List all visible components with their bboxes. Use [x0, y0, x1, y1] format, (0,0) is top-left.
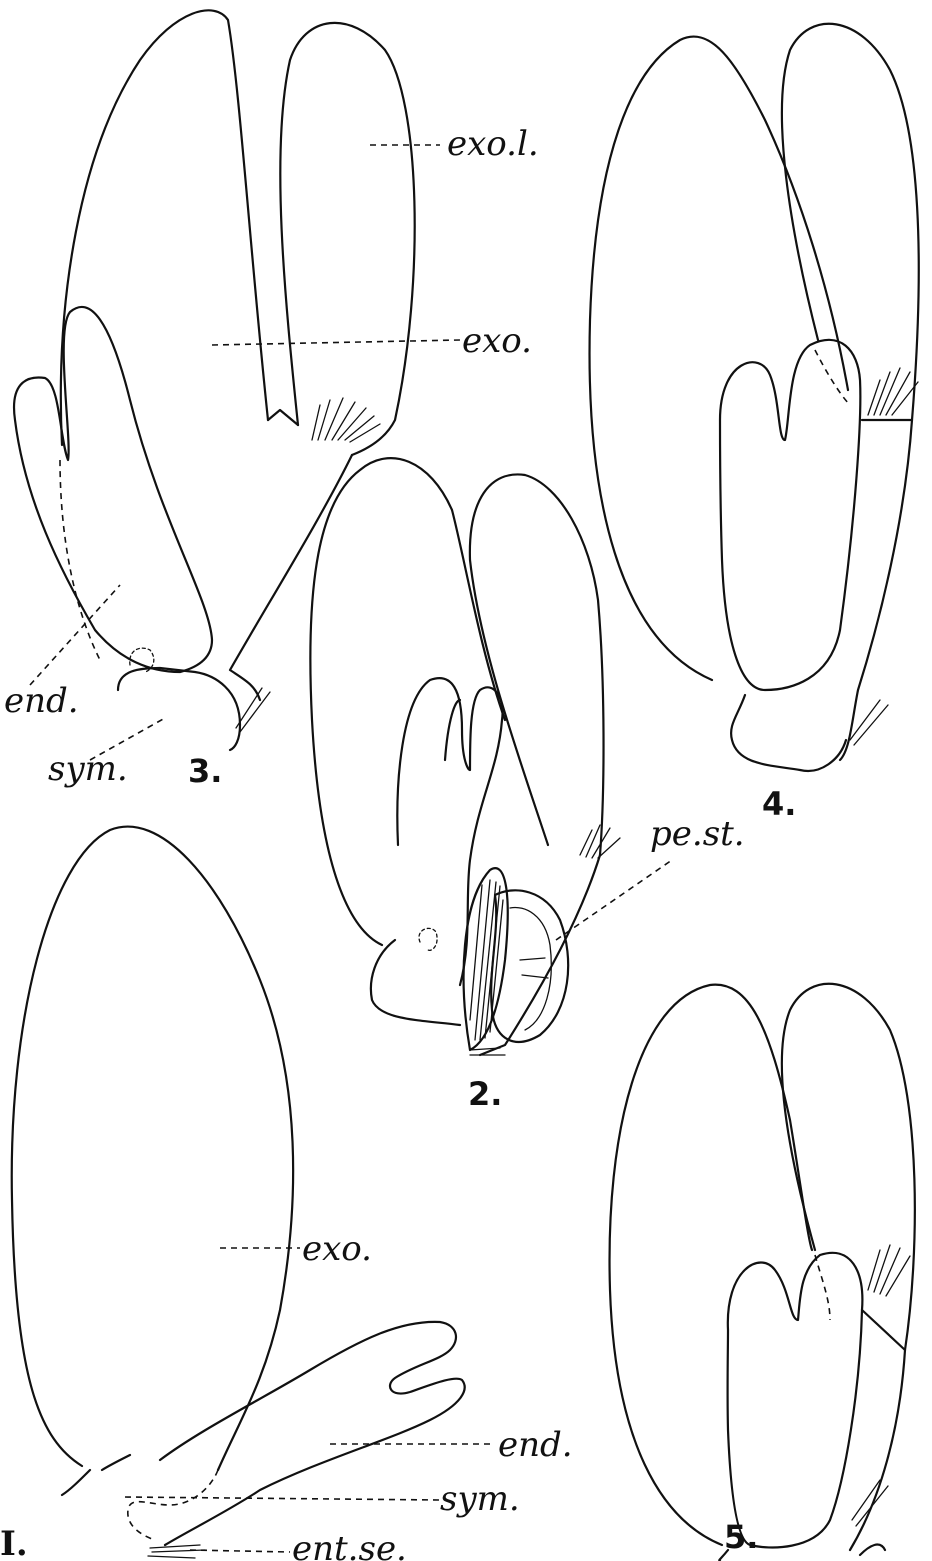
fig2-muscle-striations: [470, 880, 503, 1040]
figure-numbers: 3. 4. 2. 5. I.: [0, 752, 796, 1561]
fig1-peduncle: [62, 1455, 130, 1495]
label-exo-l: exo.l.: [447, 124, 539, 164]
fig4-exopod-lobe: [782, 24, 919, 420]
fig1-entopodite-setae: [148, 1545, 205, 1558]
leader-ent-se: [190, 1550, 290, 1552]
fig4-outer-lobe-edge: [840, 420, 912, 760]
figure-4-drawing: [590, 24, 919, 771]
figure-number-5: 5.: [724, 1518, 758, 1556]
label-pe-st: pe.st.: [650, 814, 745, 854]
fig3-outer-edge: [230, 455, 352, 700]
label-end-fig1: end.: [498, 1425, 573, 1465]
fig3-exopod-lobe: [280, 23, 414, 455]
fig3-endopod: [14, 307, 212, 672]
fig4-exopod-outline: [590, 37, 848, 680]
figure-number-3: 3.: [188, 752, 222, 790]
fig5-outer-lobe-edge: [850, 1310, 905, 1550]
fig2-joint-dashes: [419, 928, 437, 950]
fig1-internal-dashed: [128, 1470, 218, 1540]
label-sym-fig3: sym.: [48, 749, 128, 789]
fig2-exopod-lobe: [470, 474, 604, 855]
fig3-peduncle: [118, 668, 240, 750]
fig3-setae: [236, 398, 380, 732]
leader-sym-fig1: [125, 1497, 440, 1500]
fig5-exopod-lobe: [782, 984, 915, 1350]
fig2-muscle: [464, 868, 508, 1050]
fig1-exopod-outline: [12, 827, 293, 1470]
figure-2-drawing: [310, 458, 620, 1055]
fig2-peduncle: [371, 940, 460, 1025]
figure-number-4: 4.: [762, 785, 796, 823]
label-exo-fig1: exo.: [302, 1229, 372, 1269]
fig2-stylet-inner: [510, 907, 551, 1030]
label-ent-se: ent.se.: [292, 1529, 407, 1561]
fig5-endopod: [728, 1253, 863, 1548]
fig1-endopod: [160, 1322, 465, 1545]
fig2-stylet: [491, 890, 568, 1042]
label-exo-fig3: exo.: [462, 321, 532, 361]
label-end-fig3: end.: [4, 681, 79, 721]
figure-5-drawing: [610, 984, 915, 1561]
leader-pe-st: [556, 860, 672, 940]
figure-number-2: 2.: [468, 1075, 502, 1113]
annotation-labels: exo.l. exo. end. sym. pe.st. exo. end. s…: [4, 124, 745, 1561]
leader-end-fig3: [30, 585, 120, 685]
figure-number-1: I.: [0, 1524, 28, 1561]
fig3-exopod-seam: [268, 410, 298, 425]
figure-3-drawing: [14, 10, 415, 750]
label-sym-fig1: sym.: [440, 1479, 520, 1519]
fig2-inner-finger: [445, 700, 460, 760]
figure-1-drawing: [12, 827, 465, 1558]
fig3-exopod-outline: [61, 10, 268, 445]
fig2-exopod-outline: [310, 458, 505, 945]
leader-lines: [30, 145, 672, 1552]
fig4-peduncle: [731, 695, 846, 771]
leader-exo-fig3: [212, 340, 460, 345]
fig5-internal-dashed: [815, 1255, 830, 1320]
